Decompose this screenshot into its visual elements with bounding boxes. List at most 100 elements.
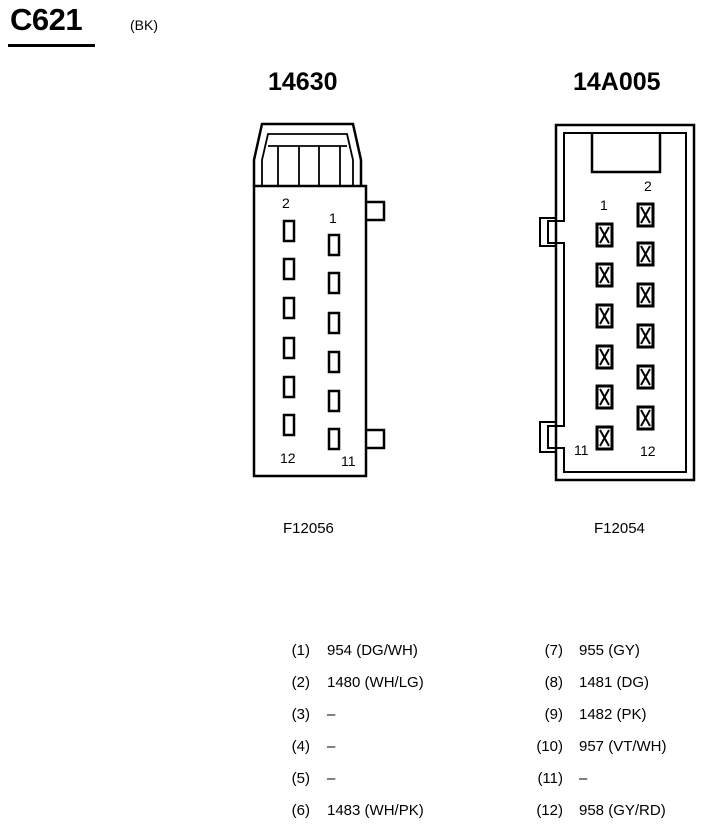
right-pin-6 [636, 282, 655, 308]
right-pin-9 [595, 384, 614, 410]
right-connector-label-11: 11 [574, 442, 589, 458]
left-connector-tab-top [366, 200, 386, 222]
right-pin-8-cross-b [640, 327, 651, 345]
right-connector-notch-bottom [539, 421, 556, 453]
right-pin-2 [636, 202, 655, 228]
pin-wire-description: – [327, 738, 336, 755]
left-pin-8 [282, 336, 296, 360]
connector-name-left: 14630 [268, 68, 338, 96]
left-connector-latch-inner [261, 133, 354, 186]
right-pin-7-frame [595, 344, 614, 370]
left-connector-diagram [252, 122, 386, 478]
pin-number: (3) [291, 706, 310, 723]
right-pin-3 [595, 262, 614, 288]
pin-wire-description: 1483 (WH/PK) [327, 802, 424, 819]
right-pin-3-cross-b [599, 266, 610, 284]
pin-wire-description: 954 (DG/WH) [327, 642, 418, 659]
pin-number: (12) [536, 802, 563, 819]
right-pin-2-cross-b [640, 206, 651, 224]
left-connector-body [252, 184, 368, 478]
right-pin-5-cross-b [599, 307, 610, 325]
title-underline [8, 44, 95, 47]
pin-wire-description: 957 (VT/WH) [579, 738, 667, 755]
left-pin-10 [282, 375, 296, 399]
left-connector-label-1: 1 [329, 210, 337, 226]
right-pin-5 [595, 303, 614, 329]
pin-number: (9) [544, 706, 563, 723]
pin-wire-description: 955 (GY) [579, 642, 640, 659]
right-connector-key [590, 133, 662, 174]
right-pin-4-cross-b [640, 245, 651, 263]
left-pin-12 [282, 413, 296, 437]
left-pin-1 [327, 233, 341, 257]
connector-id-title: C621 [10, 2, 83, 37]
left-connector-label-11: 11 [341, 453, 356, 469]
right-pin-1-cross-b [599, 226, 610, 244]
right-connector-label-12: 12 [640, 443, 656, 459]
right-pin-5-frame [595, 303, 614, 329]
right-pin-10 [636, 364, 655, 390]
left-connector-label-2: 2 [282, 195, 290, 211]
pin-wire-description: – [579, 770, 588, 787]
pin-wire-description: 1480 (WH/LG) [327, 674, 424, 691]
right-pin-4-frame [636, 241, 655, 267]
pin-wire-description: – [327, 706, 336, 723]
left-connector-label-12: 12 [280, 450, 296, 466]
right-connector-body-inner [547, 132, 687, 473]
right-pin-12-frame [636, 405, 655, 431]
pin-number: (11) [537, 770, 563, 787]
right-pin-12-cross-b [640, 409, 651, 427]
right-pin-4 [636, 241, 655, 267]
right-pin-12 [636, 405, 655, 431]
pin-wire-description: 958 (GY/RD) [579, 802, 666, 819]
connector-name-right: 14A005 [573, 68, 661, 96]
right-pin-7 [595, 344, 614, 370]
pin-number: (6) [291, 802, 310, 819]
left-pin-7 [327, 350, 341, 374]
right-pin-1-frame [595, 222, 614, 248]
left-pin-5 [327, 311, 341, 335]
pin-number: (5) [291, 770, 310, 787]
left-pin-6 [282, 296, 296, 320]
right-pin-9-frame [595, 384, 614, 410]
right-connector-pins [595, 202, 655, 451]
right-pin-7-cross-b [599, 348, 610, 366]
left-pin-3 [327, 271, 341, 295]
right-pin-8 [636, 323, 655, 349]
pin-number: (1) [291, 642, 310, 659]
connector-color-code: (BK) [130, 17, 158, 33]
right-pin-2-frame [636, 202, 655, 228]
right-pin-9-cross-b [599, 388, 610, 406]
pin-number: (8) [544, 674, 563, 691]
right-connector-label-1: 1 [600, 197, 608, 213]
right-pin-8-frame [636, 323, 655, 349]
left-connector-latch [252, 122, 363, 186]
left-pin-2 [282, 219, 296, 243]
pin-wire-description: 1481 (DG) [579, 674, 650, 691]
figure-id-right: F12054 [594, 520, 645, 537]
right-pin-11-frame [595, 425, 614, 451]
right-pin-6-cross-b [640, 286, 651, 304]
pin-number: (2) [291, 674, 310, 691]
figure-id-left: F12056 [283, 520, 334, 537]
left-pin-9 [327, 389, 341, 413]
right-pin-11-cross-b [599, 429, 610, 447]
right-connector-notch-top [539, 217, 556, 247]
pin-wire-description: 1482 (PK) [579, 706, 647, 723]
connector-diagrams [252, 122, 696, 482]
right-pin-6-frame [636, 282, 655, 308]
right-pin-3-frame [595, 262, 614, 288]
right-connector-label-2: 2 [644, 178, 652, 194]
left-pin-11 [327, 427, 341, 451]
pin-number: (7) [544, 642, 563, 659]
right-pin-10-frame [636, 364, 655, 390]
right-pin-1 [595, 222, 614, 248]
left-connector-tab-bottom [366, 428, 386, 450]
right-connector-body-outer [554, 123, 696, 482]
right-connector-diagram [539, 123, 696, 482]
right-pin-10-cross-b [640, 368, 651, 386]
pin-number: (4) [291, 738, 310, 755]
pin-wire-description: – [327, 770, 336, 787]
right-pin-11 [595, 425, 614, 451]
left-pin-4 [282, 257, 296, 281]
